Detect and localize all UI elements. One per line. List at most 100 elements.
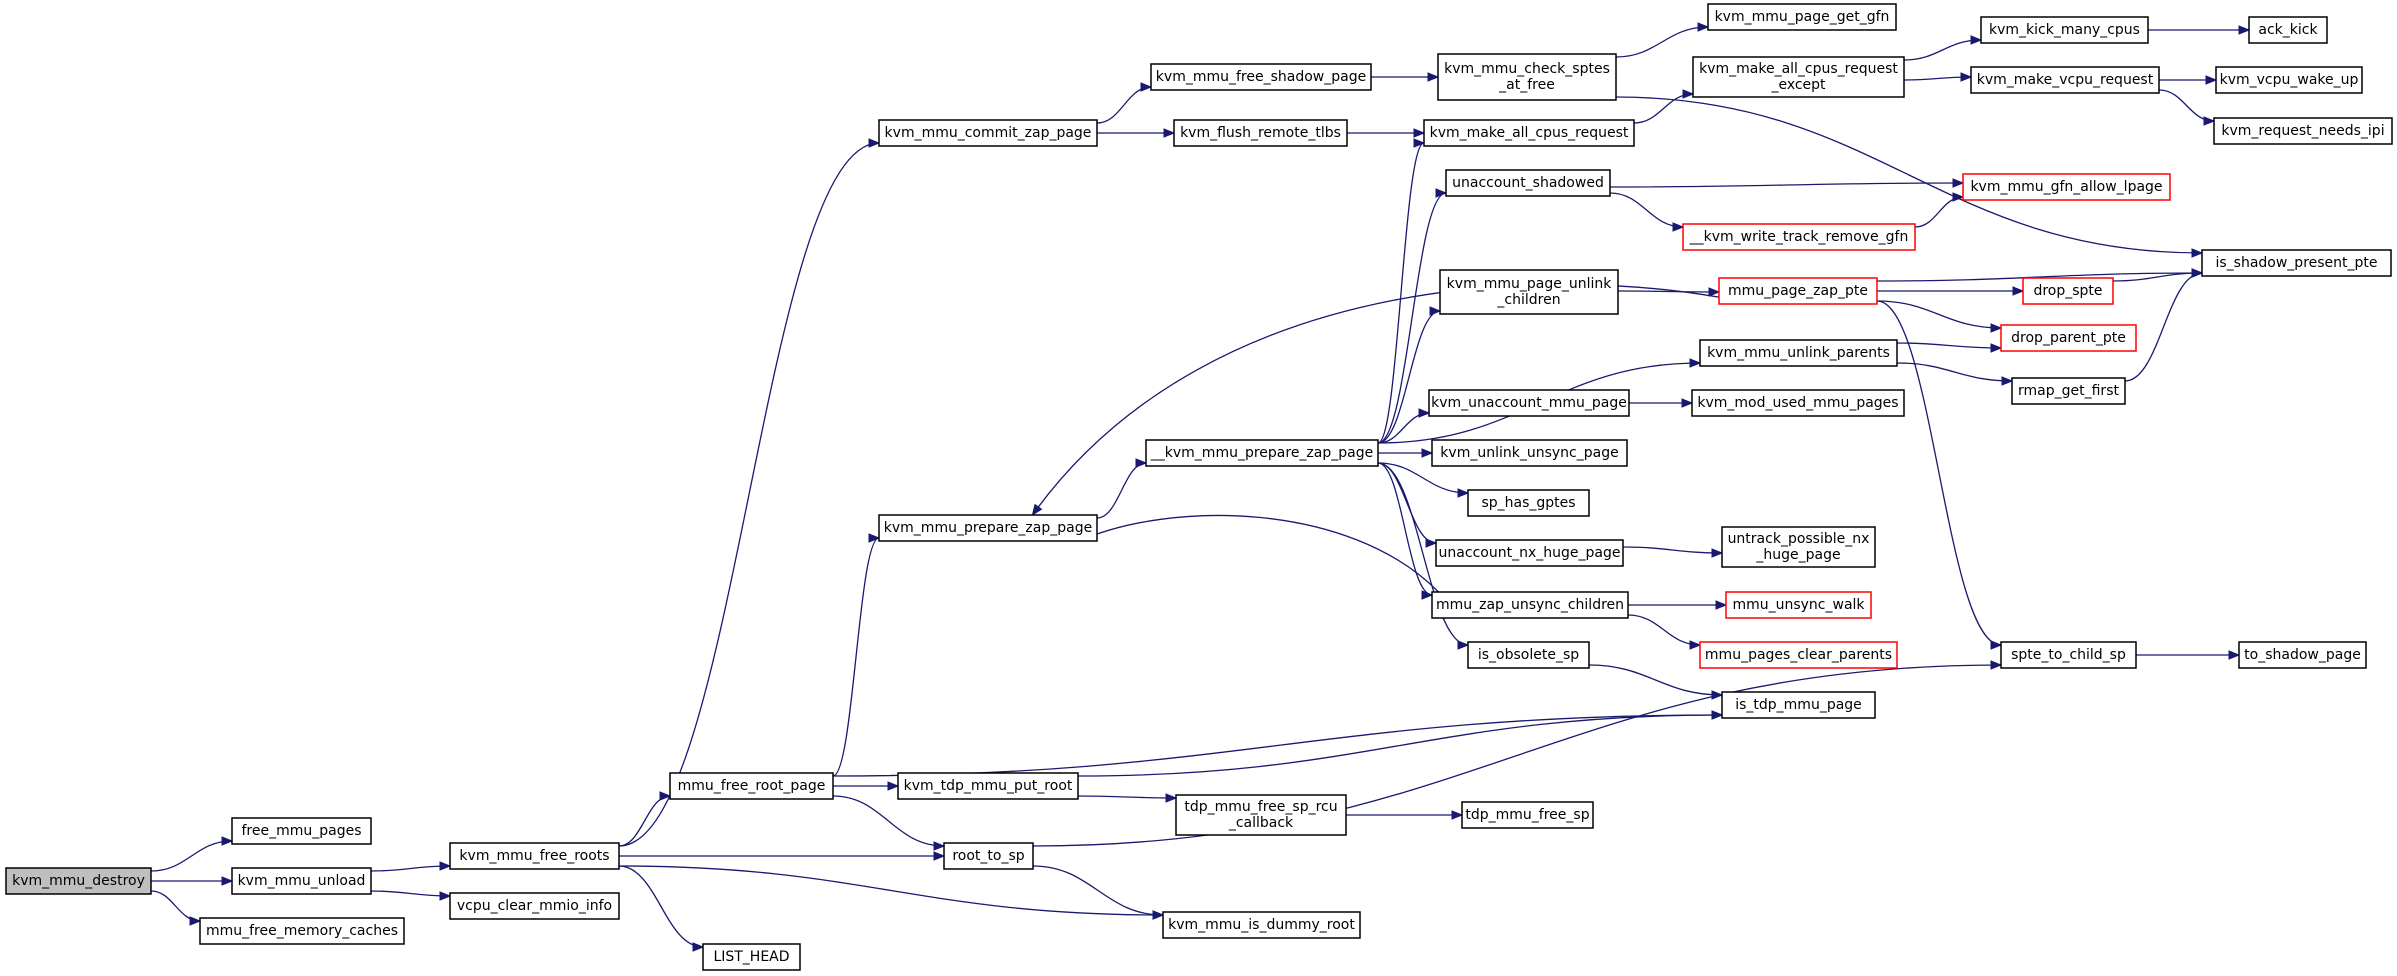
node-to-shadow-page[interactable]: to_shadow_page [2238, 641, 2367, 669]
node-kvm-mmu-free-roots[interactable]: kvm_mmu_free_roots [449, 842, 620, 870]
node-label: rmap_get_first [2018, 383, 2119, 399]
node-box [1175, 794, 1347, 836]
node-kvm-make-vcpu-request[interactable]: kvm_make_vcpu_request [1970, 66, 2160, 94]
node-mmu-pages-clear-parents[interactable]: mmu_pages_clear_parents [1699, 641, 1898, 669]
node-sp-has-gptes[interactable]: sp_has_gptes [1467, 489, 1590, 517]
node-kvm-tdp-mmu-put-root[interactable]: kvm_tdp_mmu_put_root [897, 772, 1079, 800]
node-box [1467, 641, 1590, 669]
node-drop-parent-pte[interactable]: drop_parent_pte [2000, 324, 2137, 352]
node-drop-spte[interactable]: drop_spte [2022, 277, 2114, 305]
node-tdp-mmu-free-sp[interactable]: tdp_mmu_free_sp [1461, 801, 1594, 829]
edge-kvm-mmu-free-roots-to-list-head [618, 865, 704, 948]
edge-kvm-write-track-remove-gfn-to-kvm-mmu-gfn-allow-lpage [1914, 196, 1964, 228]
edge-arrowhead [868, 533, 881, 543]
edge-kvm-mmu-free-roots-to-kvm-mmu-is-dummy-root [618, 865, 1164, 916]
node-box [2201, 249, 2392, 277]
node-label: is_shadow_present_pte [2215, 255, 2377, 271]
node-label: _huge_page [1755, 547, 1840, 563]
node-kvm-request-needs-ipi[interactable]: kvm_request_needs_ipi [2213, 117, 2393, 145]
node-box [449, 842, 620, 870]
node-kvm-mmu-commit-zap-page[interactable]: kvm_mmu_commit_zap_page [878, 119, 1098, 147]
edge-kvm-mmu-free-roots-to-kvm-mmu-commit-zap-page [618, 142, 880, 847]
node-kvm-mmu-destroy[interactable]: kvm_mmu_destroy [5, 867, 152, 895]
edge-arrowhead [933, 851, 946, 861]
node-rmap-get-first[interactable]: rmap_get_first [2011, 377, 2126, 405]
node-is-tdp-mmu-page[interactable]: is_tdp_mmu_page [1721, 691, 1876, 719]
node-label: LIST_HEAD [713, 949, 789, 965]
edge-arrowhead [1708, 287, 1721, 297]
node-kvm-mmu-free-shadow-page[interactable]: kvm_mmu_free_shadow_page [1150, 63, 1372, 91]
node-box [2215, 66, 2363, 94]
node-kvm-mod-used-mmu-pages[interactable]: kvm_mod_used_mmu_pages [1691, 389, 1905, 417]
node-mmu-page-zap-pte[interactable]: mmu_page_zap_pte [1718, 277, 1878, 305]
edge-arrowhead [221, 836, 234, 846]
node-kvm-mmu-unload[interactable]: kvm_mmu_unload [231, 867, 372, 895]
node-box [231, 817, 372, 845]
node-kvm-unaccount-mmu-page[interactable]: kvm_unaccount_mmu_page [1428, 389, 1630, 417]
node-box [1428, 389, 1630, 417]
node-kvm-vcpu-wake-up[interactable]: kvm_vcpu_wake_up [2215, 66, 2363, 94]
node-kvm-unlink-unsync-page[interactable]: kvm_unlink_unsync_page [1431, 439, 1628, 467]
node-kvm-write-track-remove-gfn[interactable]: __kvm_write_track_remove_gfn [1682, 223, 1916, 251]
node-unaccount-shadowed[interactable]: unaccount_shadowed [1445, 169, 1611, 197]
edge-unaccount-nx-huge-page-to-untrack-possible-nx-huge-page [1622, 546, 1723, 554]
node-label: kvm_mmu_gfn_allow_lpage [1970, 179, 2162, 195]
node-box [1431, 439, 1628, 467]
node-is-shadow-present-pte[interactable]: is_shadow_present_pte [2201, 249, 2392, 277]
edge-arrowhead [933, 841, 946, 851]
node-unaccount-nx-huge-page[interactable]: unaccount_nx_huge_page [1435, 539, 1624, 567]
node-kvm-mmu-prepare-zap-page[interactable]: __kvm_mmu_prepare_zap_page [1145, 439, 1379, 467]
node-kvm-mmu-check-sptes-at-free[interactable]: kvm_mmu_check_sptes_at_free [1437, 53, 1617, 101]
node-box [2000, 641, 2137, 669]
node-list-head[interactable]: LIST_HEAD [702, 943, 801, 971]
edge-mmu-zap-unsync-children-to-kvm-mmu-prepare-zap-page [1079, 514, 1439, 593]
edge-mmu-free-root-page-to-kvm-mmu-prepare-zap-page [832, 537, 880, 777]
node-kvm-mmu-page-get-gfn[interactable]: kvm_mmu_page_get_gfn [1707, 3, 1897, 31]
edge-kvm-mmu-check-sptes-at-free-to-is-shadow-present-pte [1615, 96, 2203, 254]
node-label: __kvm_write_track_remove_gfn [1689, 229, 1909, 245]
node-box [1439, 269, 1619, 315]
edge-kvm-mmu-unload-to-kvm-mmu-free-roots [370, 865, 451, 872]
node-is-obsolete-sp[interactable]: is_obsolete_sp [1467, 641, 1590, 669]
node-label: drop_spte [2033, 283, 2102, 299]
node-label: mmu_zap_unsync_children [1436, 597, 1624, 613]
node-free-mmu-pages[interactable]: free_mmu_pages [231, 817, 372, 845]
node-mmu-free-root-page[interactable]: mmu_free_root_page [669, 772, 834, 800]
node-box [1145, 439, 1379, 467]
node-label: unaccount_shadowed [1452, 175, 1604, 191]
node-kvm-mmu-is-dummy-root[interactable]: kvm_mmu_is_dummy_root [1162, 911, 1361, 939]
edge-kvm-mmu-prepare-zap-page-to-is-obsolete-sp [1377, 462, 1469, 646]
node-mmu-free-memory-caches[interactable]: mmu_free_memory_caches [199, 917, 405, 945]
edge-kvm-mmu-free-roots-to-mmu-free-root-page [618, 795, 671, 847]
node-kvm-flush-remote-tlbs[interactable]: kvm_flush_remote_tlbs [1173, 119, 1348, 147]
node-kvm-make-all-cpus-request[interactable]: kvm_make_all_cpus_request [1423, 119, 1635, 147]
node-tdp-mmu-free-sp-rcu-callback[interactable]: tdp_mmu_free_sp_rcu_callback [1175, 794, 1347, 836]
node-kvm-mmu-prepare-zap-page[interactable]: kvm_mmu_prepare_zap_page [878, 514, 1098, 542]
node-label: kvm_vcpu_wake_up [2220, 72, 2359, 88]
node-mmu-zap-unsync-children[interactable]: mmu_zap_unsync_children [1431, 591, 1629, 619]
edge-drop-spte-to-is-shadow-present-pte [2112, 272, 2203, 282]
node-spte-to-child-sp[interactable]: spte_to_child_sp [2000, 641, 2137, 669]
node-kvm-mmu-unlink-parents[interactable]: kvm_mmu_unlink_parents [1699, 339, 1898, 367]
node-mmu-unsync-walk[interactable]: mmu_unsync_walk [1725, 591, 1872, 619]
node-box [1970, 66, 2160, 94]
node-ack-kick[interactable]: ack_kick [2248, 16, 2328, 44]
node-box [1707, 3, 1897, 31]
node-root-to-sp[interactable]: root_to_sp [943, 842, 1034, 870]
node-box [1718, 277, 1878, 305]
node-kvm-make-all-cpus-request-except[interactable]: kvm_make_all_cpus_request_except [1692, 56, 1905, 98]
node-kvm-kick-many-cpus[interactable]: kvm_kick_many_cpus [1980, 16, 2149, 44]
edge-mmu-page-zap-pte-to-kvm-mmu-prepare-zap-page [1031, 283, 1754, 516]
node-kvm-mmu-page-unlink-children[interactable]: kvm_mmu_page_unlink_children [1439, 269, 1619, 315]
edge-kvm-tdp-mmu-put-root-to-tdp-mmu-free-sp-rcu-callback [1077, 795, 1177, 799]
node-kvm-mmu-gfn-allow-lpage[interactable]: kvm_mmu_gfn_allow_lpage [1962, 173, 2171, 201]
node-vcpu-clear-mmio-info[interactable]: vcpu_clear_mmio_info [449, 892, 620, 920]
node-untrack-possible-nx-huge-page[interactable]: untrack_possible_nx_huge_page [1721, 526, 1876, 568]
edge-arrowhead [1451, 810, 1464, 820]
node-box [1445, 169, 1611, 197]
edge-arrowhead [1135, 458, 1148, 468]
edge-arrowhead [1421, 590, 1434, 600]
edge-arrowhead [1952, 178, 1965, 188]
edge-kvm-mmu-unlink-parents-to-drop-parent-pte [1896, 342, 2002, 349]
